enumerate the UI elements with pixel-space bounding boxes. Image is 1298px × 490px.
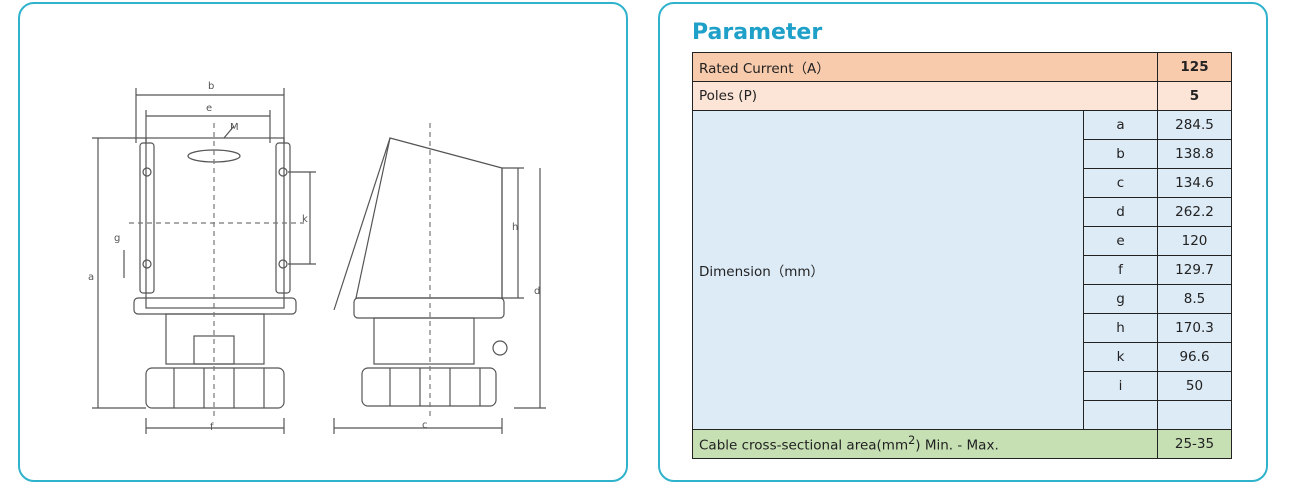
- dimension-row-h: h 170.3: [693, 313, 1232, 343]
- dimension-value: 134.6: [1157, 168, 1232, 198]
- dim-label-c: c: [422, 420, 428, 431]
- dimension-key: e: [1083, 226, 1158, 256]
- dimension-row-b: b 138.8: [693, 139, 1232, 169]
- dimension-value: 120: [1157, 226, 1232, 256]
- dim-label-f: f: [210, 422, 214, 433]
- dimension-row-e: e 120: [693, 226, 1232, 256]
- cable-value: 25-35: [1157, 429, 1232, 459]
- dim-label-g: g: [114, 233, 120, 244]
- cable-row: Cable cross-sectional area(mm2) Min. - M…: [692, 429, 1232, 459]
- drawing-card: b e M a g k f h d c: [18, 2, 628, 482]
- dimension-key: c: [1083, 168, 1158, 198]
- rated-current-value: 125: [1157, 52, 1232, 82]
- dimension-value-empty: [1157, 400, 1232, 430]
- dimension-key: a: [1083, 110, 1158, 140]
- side-ring: [361, 367, 497, 407]
- technical-drawing: b e M a g k f h d c: [88, 81, 546, 434]
- dimension-key-empty: [1083, 400, 1158, 430]
- cable-label-pre: Cable cross-sectional area(mm: [699, 437, 909, 454]
- dimension-row-d: d 262.2: [693, 197, 1232, 227]
- dimension-key: h: [1083, 313, 1158, 343]
- side-body-outline: [355, 137, 503, 299]
- rated-current-label: Rated Current（A）: [692, 52, 1158, 82]
- dimension-value: 262.2: [1157, 197, 1232, 227]
- poles-value: 5: [1157, 81, 1232, 111]
- dim-label-k: k: [302, 214, 308, 225]
- poles-label: Poles (P): [692, 81, 1158, 111]
- front-neck: [165, 313, 265, 365]
- dimension-value: 96.6: [1157, 342, 1232, 372]
- dimension-row-f: f 129.7: [693, 255, 1232, 285]
- parameter-table: Rated Current（A） 125 Poles (P) 5 Dimensi…: [692, 52, 1232, 459]
- dim-label-e: e: [206, 103, 212, 114]
- dimension-value: 8.5: [1157, 284, 1232, 314]
- dim-label-m: M: [230, 122, 239, 133]
- dimension-value: 50: [1157, 371, 1232, 401]
- poles-row: Poles (P) 5: [692, 81, 1232, 111]
- parameter-card: Parameter Rated Current（A） 125 Poles (P)…: [658, 2, 1268, 482]
- dimension-row-k: k 96.6: [693, 342, 1232, 372]
- dimension-key: f: [1083, 255, 1158, 285]
- dimension-key: d: [1083, 197, 1158, 227]
- dimension-key: k: [1083, 342, 1158, 372]
- side-neck: [373, 317, 475, 365]
- dimension-value: 284.5: [1157, 110, 1232, 140]
- dimension-value: 129.7: [1157, 255, 1232, 285]
- dimension-key: b: [1083, 139, 1158, 169]
- dimension-row-empty: [693, 400, 1232, 430]
- front-base-plate: [133, 297, 297, 315]
- cable-label: Cable cross-sectional area(mm2) Min. - M…: [692, 429, 1158, 459]
- rated-current-row: Rated Current（A） 125: [692, 52, 1232, 82]
- dimension-row-c: c 134.6: [693, 168, 1232, 198]
- dim-label-d: d: [534, 286, 540, 297]
- cable-label-post: ) Min. - Max.: [915, 437, 999, 454]
- front-ring: [145, 367, 285, 409]
- dim-label-h: h: [512, 222, 518, 233]
- dim-label-a: a: [88, 272, 94, 283]
- side-base: [353, 297, 505, 319]
- dim-label-b: b: [208, 81, 214, 92]
- dimension-row-a: Dimension（mm） a 284.5: [692, 110, 1232, 430]
- dimension-value: 138.8: [1157, 139, 1232, 169]
- parameter-title: Parameter: [692, 20, 823, 45]
- dimension-value: 170.3: [1157, 313, 1232, 343]
- front-latch: [193, 335, 235, 365]
- cable-label-sup: 2: [908, 434, 916, 448]
- dimension-key: i: [1083, 371, 1158, 401]
- dimension-label: Dimension（mm）: [692, 110, 1084, 430]
- dimension-key: g: [1083, 284, 1158, 314]
- dimension-row-g: g 8.5: [693, 284, 1232, 314]
